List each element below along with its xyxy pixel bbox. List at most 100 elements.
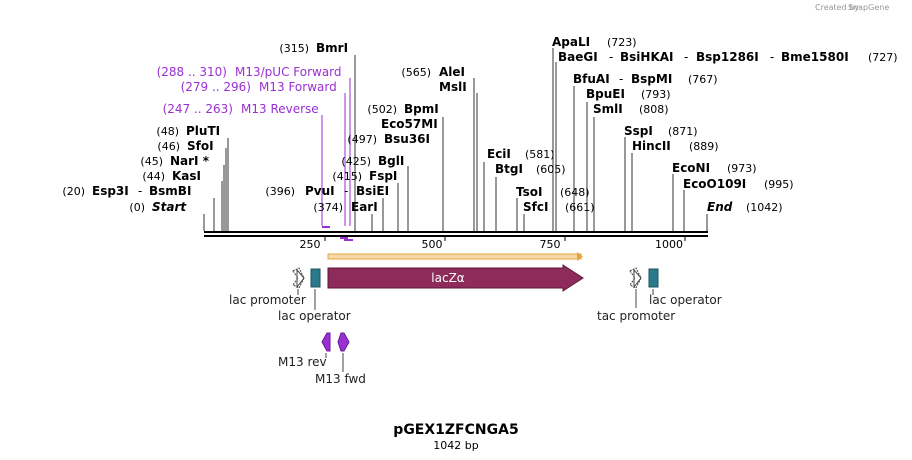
- primer-lines: [321, 78, 351, 226]
- m13-fwd-feature[interactable]: [337, 332, 350, 352]
- site-smli[interactable]: SmlI: [593, 102, 623, 116]
- site-start[interactable]: Start: [152, 200, 187, 214]
- site-eco57mi[interactable]: Eco57MI: [381, 117, 438, 131]
- site-alei[interactable]: AleI: [439, 65, 465, 79]
- site-kasi-pos: (44): [142, 170, 165, 183]
- site-tsoi[interactable]: TsoI: [516, 185, 542, 199]
- site-baegi[interactable]: BaeGI: [558, 50, 598, 64]
- lac-operator-label-2: lac operator: [649, 293, 722, 307]
- m13-fwd-label: M13 fwd: [315, 372, 366, 386]
- plasmid-length: 1042 bp: [433, 439, 478, 452]
- site-fspi[interactable]: FspI: [369, 169, 397, 183]
- site-sspi[interactable]: SspI: [624, 124, 653, 138]
- site-bsihkai[interactable]: BsiHKAI: [620, 50, 674, 64]
- separator: -: [770, 50, 774, 64]
- site-bfuai-pos: (767): [688, 73, 718, 86]
- axis-tick-500: 500: [422, 238, 443, 251]
- lacz-alpha-label: lacZα: [431, 271, 465, 285]
- credit-brand: SnapGene: [848, 3, 889, 12]
- primer-m13fwd-pos: (279 .. 296): [181, 80, 251, 94]
- m13-rev-label: M13 rev: [278, 355, 327, 369]
- site-apali-pos: (723): [607, 36, 637, 49]
- site-eari-pos: (374): [313, 201, 343, 214]
- axis-tick-750: 750: [540, 238, 561, 251]
- site-tsoi-pos: (648): [560, 186, 590, 199]
- site-start-pos: (0): [129, 201, 145, 214]
- site-esp3i-pos: (20): [62, 185, 85, 198]
- site-pluti-pos: (48): [156, 125, 179, 138]
- site-bpuei[interactable]: BpuEI: [586, 87, 625, 101]
- site-ecii[interactable]: EciI: [487, 147, 511, 161]
- site-bme1580i[interactable]: Bme1580I: [781, 50, 849, 64]
- separator: -: [684, 50, 688, 64]
- lac-operator-label-1: lac operator: [278, 309, 351, 323]
- axis-tick-1000: 1000: [655, 238, 683, 251]
- backbone-bottom: [204, 235, 708, 237]
- lacz-alpha-feature[interactable]: [327, 264, 584, 292]
- site-sfoi-pos: (46): [157, 140, 180, 153]
- tac-promoter-label: tac promoter: [597, 309, 675, 323]
- site-end[interactable]: End: [707, 200, 733, 214]
- site-bspmi[interactable]: BspMI: [631, 72, 672, 86]
- primer-m13puc[interactable]: M13/pUC Forward: [235, 65, 342, 79]
- site-bsmbi[interactable]: BsmBI: [149, 184, 191, 198]
- backbone-top: [204, 231, 708, 233]
- separator: -: [609, 50, 613, 64]
- site-pluti[interactable]: PluTI: [186, 124, 220, 138]
- site-sspi-pos: (871): [668, 125, 698, 138]
- site-eari[interactable]: EarI: [351, 200, 378, 214]
- site-bsu36i[interactable]: Bsu36I: [384, 132, 430, 146]
- plasmid-title: pGEX1ZFCNGA5: [393, 422, 518, 438]
- site-econi-pos: (973): [727, 162, 757, 175]
- site-btgi-pos: (605): [536, 163, 566, 176]
- site-kasi[interactable]: KasI: [172, 169, 201, 183]
- lac-promoter-label: lac promoter: [229, 293, 306, 307]
- site-hincii-pos: (889): [689, 140, 719, 153]
- site-alei-pos: (565): [401, 66, 431, 79]
- site-btgi[interactable]: BtgI: [495, 162, 523, 176]
- credit-text: Created by: [815, 3, 859, 12]
- site-apali[interactable]: ApaLI: [552, 35, 590, 49]
- site-bfuai[interactable]: BfuAI: [573, 72, 610, 86]
- site-end-pos: (1042): [746, 201, 783, 214]
- site-bmri-pos: (315): [279, 42, 309, 55]
- site-fspi-pos: (415): [332, 170, 362, 183]
- axis-tick-marks: [324, 237, 686, 241]
- site-bgli[interactable]: BglI: [378, 154, 404, 168]
- site-nari[interactable]: NarI *: [170, 154, 210, 168]
- separator: -: [344, 184, 348, 198]
- site-eco0109i[interactable]: EcoO109I: [683, 177, 746, 191]
- orf-line[interactable]: [327, 253, 582, 260]
- primer-m13fwd[interactable]: M13 Forward: [259, 80, 337, 94]
- site-lines: [203, 48, 708, 231]
- site-esp3i[interactable]: Esp3I: [92, 184, 129, 198]
- separator: -: [619, 72, 623, 86]
- site-econi[interactable]: EcoNI: [672, 161, 710, 175]
- site-nari-pos: (45): [140, 155, 163, 168]
- site-bsu36i-pos: (497): [347, 133, 377, 146]
- site-bpuei-pos: (793): [641, 88, 671, 101]
- m13-rev-feature[interactable]: [321, 332, 331, 352]
- site-hincii[interactable]: HincII: [632, 139, 671, 153]
- primer-m13rev[interactable]: M13 Reverse: [241, 102, 319, 116]
- tac-promoter-arrow: [633, 268, 642, 289]
- tac-promoter-feature[interactable]: [629, 267, 642, 289]
- site-sfci-pos: (661): [565, 201, 595, 214]
- axis-tick-250: 250: [300, 238, 321, 251]
- site-bsp1286i[interactable]: Bsp1286I: [696, 50, 759, 64]
- site-pvui[interactable]: PvuI: [305, 184, 335, 198]
- site-msli[interactable]: MslI: [439, 80, 467, 94]
- lac-operator-feature-2[interactable]: [648, 268, 659, 288]
- primer-m13rev-pos: (247 .. 263): [163, 102, 233, 116]
- site-bsiei[interactable]: BsiEI: [356, 184, 389, 198]
- orf-arrow-head: [577, 252, 583, 261]
- site-sfoi[interactable]: SfoI: [187, 139, 214, 153]
- site-bmri[interactable]: BmrI: [316, 41, 348, 55]
- primer-m13puc-pos: (288 .. 310): [157, 65, 227, 79]
- site-sfci[interactable]: SfcI: [523, 200, 548, 214]
- lac-promoter-feature[interactable]: [292, 267, 305, 289]
- lac-operator-feature-1[interactable]: [310, 268, 321, 288]
- site-bpmi[interactable]: BpmI: [404, 102, 439, 116]
